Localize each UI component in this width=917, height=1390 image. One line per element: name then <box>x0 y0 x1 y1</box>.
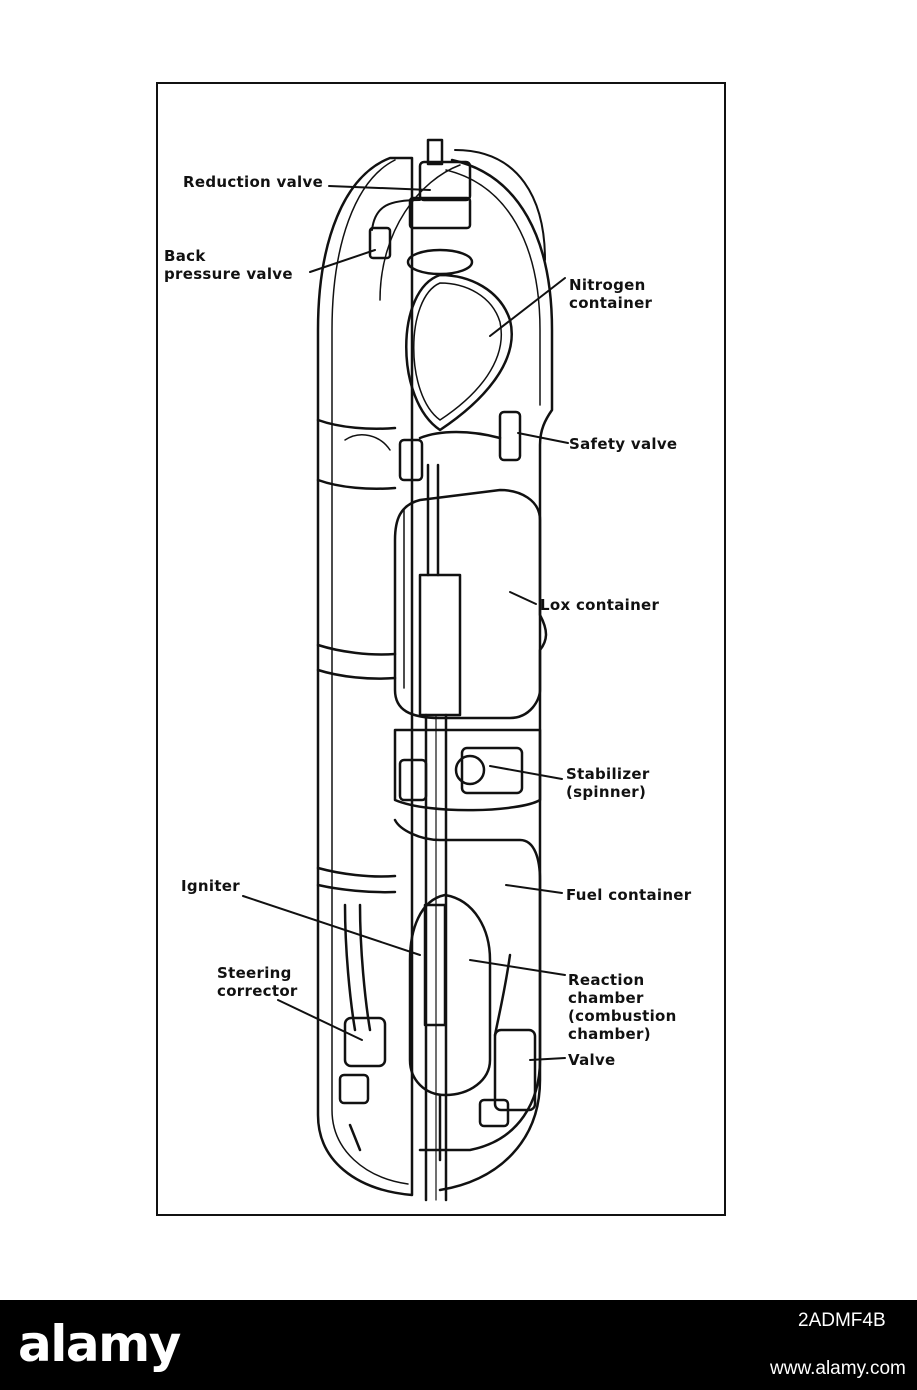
rocket-cutaway-diagram <box>242 138 569 1202</box>
lower-valve <box>478 953 537 1128</box>
label-lox-container: Lox container <box>540 596 660 614</box>
watermark-url: www.alamy.com <box>770 1358 906 1379</box>
lox-container <box>393 488 542 720</box>
label-nitrogen-container: Nitrogen container <box>569 276 653 312</box>
label-steering-corrector: Steering corrector <box>217 964 298 1000</box>
steering-corrector <box>338 903 387 1152</box>
leader-lines <box>242 185 569 1061</box>
mid-fittings <box>344 410 522 482</box>
watermark-footer: alamy 2ADMF4B www.alamy.com <box>0 1300 917 1390</box>
diagram-frame <box>156 82 726 1216</box>
label-stabilizer-spinner: Stabilizer (spinner) <box>566 765 650 801</box>
label-valve: Valve <box>568 1051 616 1069</box>
alamy-logo: alamy <box>18 1315 181 1373</box>
image-id: 2ADMF4B <box>798 1310 886 1331</box>
top-fittings <box>368 138 546 276</box>
label-reaction-chamber: Reaction chamber (combustion chamber) <box>568 971 677 1043</box>
nitrogen-container <box>405 273 513 432</box>
label-fuel-container: Fuel container <box>566 886 692 904</box>
reaction-chamber <box>408 893 492 1162</box>
label-back-pressure-valve: Back pressure valve <box>164 247 293 283</box>
inner-casing <box>379 158 554 1192</box>
stabilizer-spinner <box>393 728 542 812</box>
label-safety-valve: Safety valve <box>569 435 678 453</box>
fuel-container <box>393 818 542 1152</box>
label-igniter: Igniter <box>181 877 240 895</box>
outer-shell <box>316 156 414 1197</box>
label-reduction-valve: Reduction valve <box>183 173 324 191</box>
